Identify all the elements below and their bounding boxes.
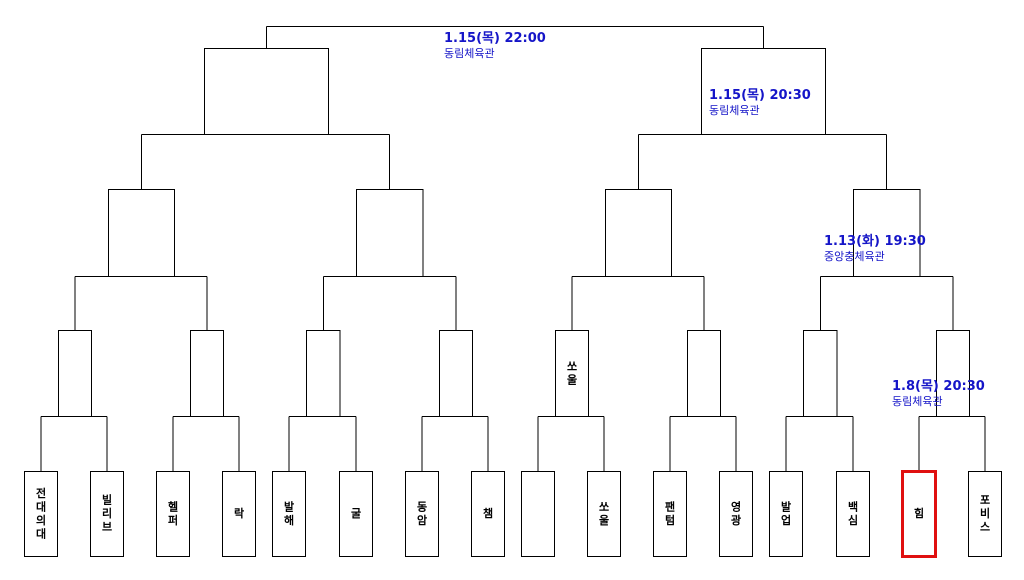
team-name: 팬: [665, 499, 675, 513]
team-slot-16: [968, 471, 1002, 557]
team-slot-9: [521, 471, 555, 557]
match-winner-slot: [936, 330, 970, 417]
match-winner-slot: [803, 330, 838, 417]
match-date: 1.15(목) 20:30: [709, 88, 811, 103]
match-info-final: 1.15(목) 22:00 동림체육관: [444, 31, 546, 60]
team-slot-14: [836, 471, 870, 557]
match-date: 1.8(목) 20:30: [892, 379, 985, 394]
team-slot-5: [272, 471, 306, 557]
team-name: 스: [980, 521, 990, 534]
team-name: 의: [36, 513, 46, 527]
match-winner-slot: [58, 330, 92, 417]
team-slot-2: [90, 471, 124, 557]
team-name: 힘: [914, 506, 924, 520]
team-slot-6: [339, 471, 373, 557]
winner-name: 쏘: [567, 360, 577, 373]
team-name: 락: [234, 507, 244, 520]
winner-name: 울: [567, 373, 577, 386]
team-name: 포: [980, 494, 990, 507]
team-name: 영: [731, 500, 741, 513]
team-name: 심: [848, 513, 858, 527]
team-name: 쏘: [599, 500, 609, 513]
team-slot-8: [471, 471, 505, 557]
team-name: 암: [417, 514, 427, 527]
match-winner-slot: [306, 330, 341, 417]
team-name: 백: [848, 499, 858, 513]
team-name: 굴: [351, 507, 361, 520]
team-name: 업: [781, 514, 791, 527]
team-slot-3: [156, 471, 190, 557]
match-winner-slot: [204, 48, 330, 135]
team-slot-15: [901, 470, 937, 558]
match-winner-slot: [701, 48, 827, 135]
team-name: 텀: [665, 514, 675, 527]
team-name: 발: [781, 499, 791, 513]
team-name: 헬: [168, 499, 178, 513]
match-winner-slot: [555, 330, 589, 417]
team-name: 브: [102, 521, 112, 534]
team-name: 퍼: [168, 513, 178, 527]
team-name: 리: [102, 506, 112, 520]
team-name: 챔: [483, 506, 493, 520]
bracket-lines: [40, 26, 986, 471]
team-name: 울: [599, 514, 609, 527]
match-info-quarterfinal: 1.13(화) 19:30 중앙충체육관: [824, 234, 926, 263]
match-info-round1: 1.8(목) 20:30 동림체육관: [892, 379, 985, 408]
match-venue: 동림체육관: [709, 103, 760, 117]
match-winner-slot: [853, 189, 921, 277]
match-winner-slot: [439, 330, 473, 417]
team-name: 해: [284, 513, 294, 527]
team-slot-7: [405, 471, 439, 557]
team-slot-10: [587, 471, 621, 557]
team-slot-12: [719, 471, 753, 557]
team-name: 발: [284, 499, 294, 513]
team-slot-13: [769, 471, 803, 557]
match-venue: 동림체육관: [444, 46, 495, 60]
match-date: 1.15(목) 22:00: [444, 31, 546, 46]
team-name: 빌: [102, 493, 112, 507]
match-winner-slot: [190, 330, 224, 417]
team-name: 광: [731, 514, 741, 527]
team-name: 전: [36, 486, 46, 500]
match-venue: 중앙충체육관: [824, 249, 885, 263]
match-venue: 동림체육관: [892, 394, 943, 408]
match-winner-slot: [687, 330, 721, 417]
team-slot-11: [653, 471, 687, 557]
team-slot-1: [24, 471, 58, 557]
match-info-semifinal: 1.15(목) 20:30 동림체육관: [709, 88, 811, 117]
match-winner-slot: [356, 189, 424, 277]
match-date: 1.13(화) 19:30: [824, 234, 926, 249]
team-name: 비: [980, 506, 990, 520]
team-name: 동: [417, 500, 427, 513]
match-winner-slot: [108, 189, 175, 277]
team-slot-4: [222, 471, 256, 557]
match-winner-slot: [605, 189, 672, 277]
team-name: 대: [36, 526, 46, 540]
team-name: 대: [36, 499, 46, 513]
